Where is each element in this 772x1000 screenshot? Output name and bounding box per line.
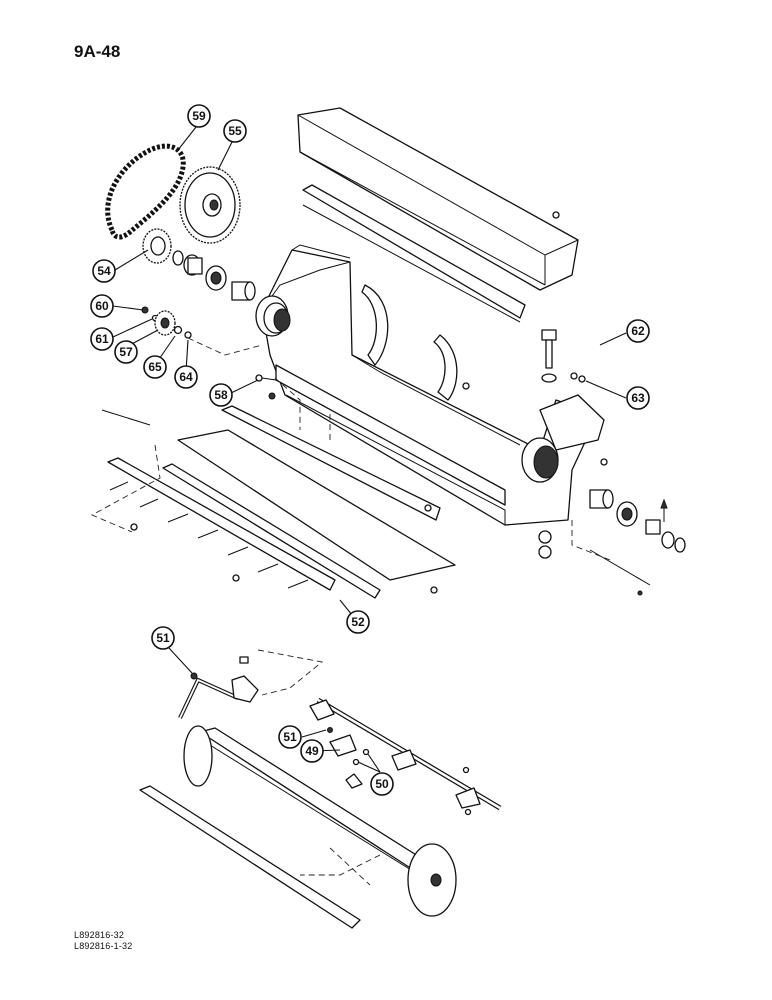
svg-text:59: 59 — [192, 109, 206, 123]
svg-text:62: 62 — [631, 324, 645, 338]
svg-text:51: 51 — [283, 730, 297, 744]
svg-text:64: 64 — [179, 370, 193, 384]
right-side-bearings — [589, 489, 686, 586]
callout-55: 55 — [223, 119, 247, 143]
drawing-code-2: L892816-1-32 — [74, 941, 133, 951]
svg-text:60: 60 — [95, 299, 109, 313]
callout-58: 58 — [209, 383, 233, 407]
callout-60: 60 — [90, 294, 114, 318]
reel-roller — [139, 725, 457, 929]
callout-51-upper: 51 — [151, 626, 175, 650]
svg-text:61: 61 — [95, 332, 109, 346]
idler-sprocket-assembly — [141, 306, 192, 339]
small-sprocket — [142, 228, 172, 264]
bolt-and-rod — [541, 328, 602, 383]
svg-text:63: 63 — [631, 391, 645, 405]
svg-text:65: 65 — [148, 360, 162, 374]
hardware-fasteners — [130, 211, 643, 680]
callout-62: 62 — [626, 319, 650, 343]
drawing-code-1: L892816-32 — [74, 930, 125, 940]
drive-chain — [105, 143, 186, 240]
callout-51-lower: 51 — [278, 725, 302, 749]
callout-54: 54 — [92, 259, 116, 283]
crank-handle — [178, 675, 259, 719]
svg-text:58: 58 — [214, 388, 228, 402]
svg-text:49: 49 — [305, 744, 319, 758]
callout-63: 63 — [626, 386, 650, 410]
callout-65: 65 — [143, 355, 167, 379]
callout-61: 61 — [90, 327, 114, 351]
callout-64: 64 — [174, 365, 198, 389]
pivot-shaft-assembly — [309, 697, 502, 816]
callout-59: 59 — [187, 104, 211, 128]
large-sprocket — [179, 166, 241, 244]
page-number: 9A-48 — [74, 42, 121, 61]
svg-text:54: 54 — [97, 264, 111, 278]
upper-cover-trough — [297, 107, 579, 323]
assembly-dashed-lines — [90, 337, 611, 886]
svg-text:51: 51 — [156, 631, 170, 645]
callout-57: 57 — [114, 340, 138, 364]
callout-50: 50 — [370, 772, 394, 796]
svg-text:57: 57 — [119, 345, 133, 359]
lower-plates — [101, 405, 456, 599]
callout-52: 52 — [346, 610, 370, 634]
svg-text:52: 52 — [351, 615, 365, 629]
svg-text:50: 50 — [375, 777, 389, 791]
main-housing-frame — [255, 244, 605, 526]
svg-text:55: 55 — [228, 124, 242, 138]
callout-49: 49 — [300, 739, 324, 763]
shaft-bearings — [172, 250, 256, 301]
